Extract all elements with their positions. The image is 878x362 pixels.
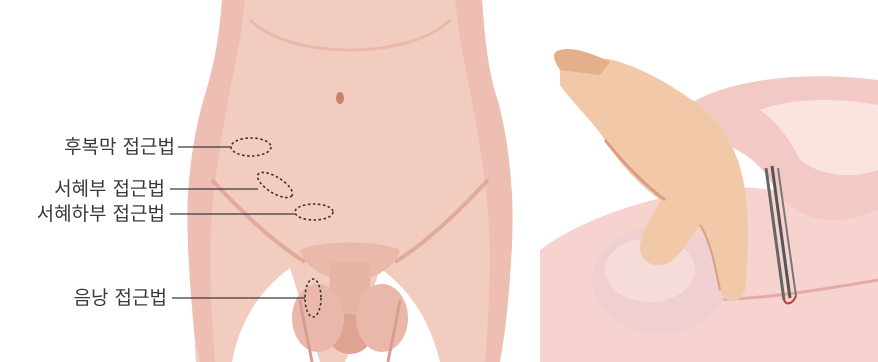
hand-testis-illustration — [540, 49, 878, 362]
scrotal-approach-label: 음낭 접근법 — [74, 287, 167, 309]
retroperitoneal-approach-label: 후복막 접근법 — [64, 136, 175, 158]
subinguinal-approach-label: 서혜하부 접근법 — [37, 203, 165, 225]
torso-illustration — [170, 0, 513, 362]
inguinal-approach-label: 서혜부 접근법 — [54, 178, 165, 200]
